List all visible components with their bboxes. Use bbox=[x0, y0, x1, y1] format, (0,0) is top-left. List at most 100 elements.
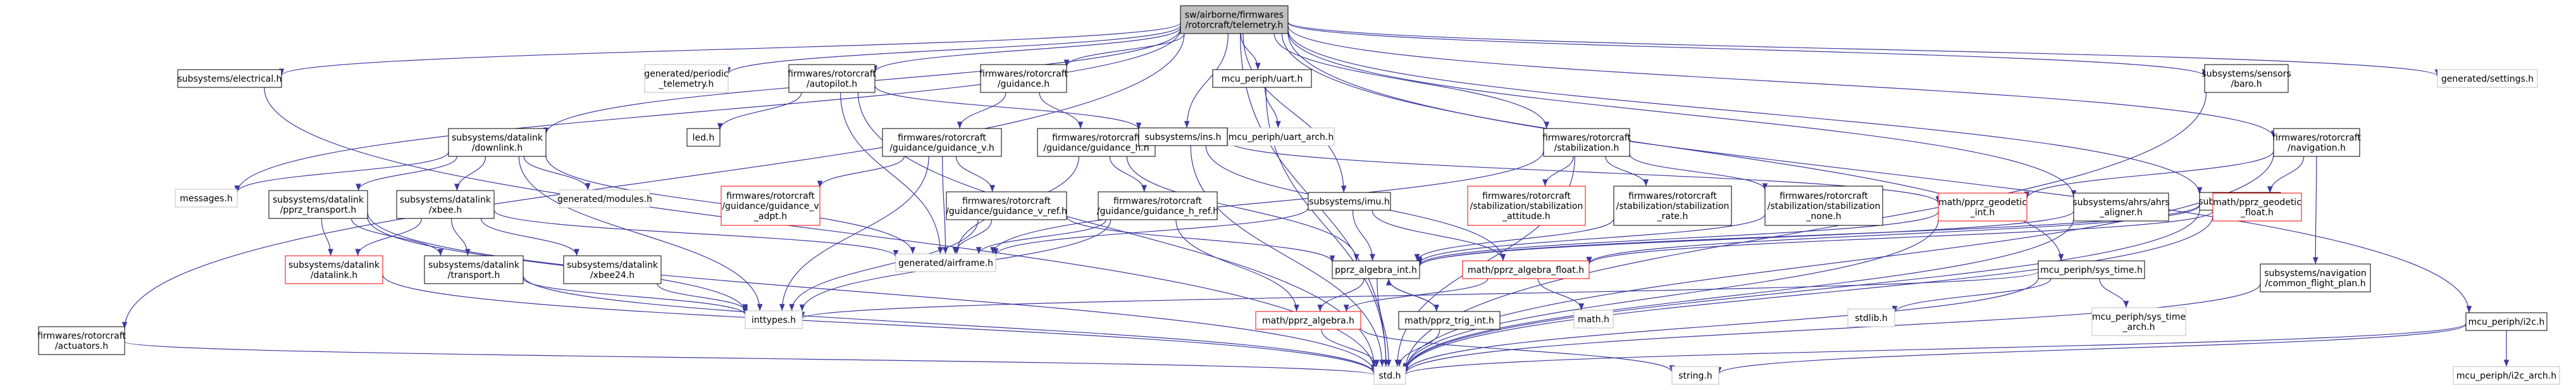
node-ins[interactable]: subsystems/ins.h bbox=[1138, 127, 1228, 146]
node-i2c-arch[interactable]: mcu_periph/i2c_arch.h bbox=[2453, 366, 2560, 385]
node-sensors-baro[interactable]: subsystems/sensors/baro.h bbox=[2201, 64, 2291, 93]
node-uart-arch[interactable]: mcu_periph/uart_arch.h bbox=[1227, 127, 1335, 146]
node-box[interactable] bbox=[882, 128, 1002, 157]
node-box[interactable] bbox=[38, 326, 125, 355]
node-pprz-algebra-float[interactable]: math/pprz_algebra_float.h bbox=[1462, 260, 1590, 279]
node-box[interactable] bbox=[1671, 366, 1719, 385]
node-led[interactable]: led.h bbox=[686, 128, 721, 147]
node-common-flight-plan[interactable]: subsystems/navigation/common_flight_plan… bbox=[2260, 263, 2371, 292]
node-box[interactable] bbox=[745, 310, 803, 329]
node-pprz-geodetic-float[interactable]: math/pprz_geodetic_float.h bbox=[2212, 192, 2302, 222]
node-box[interactable] bbox=[1573, 310, 1614, 329]
node-box[interactable] bbox=[1212, 69, 1312, 88]
node-settings[interactable]: generated/settings.h bbox=[2437, 69, 2538, 88]
node-pprz-trig-int[interactable]: math/pprz_trig_int.h bbox=[1398, 311, 1501, 330]
node-box[interactable] bbox=[1467, 186, 1586, 226]
node-inttypes[interactable]: inttypes.h bbox=[745, 310, 803, 329]
node-box[interactable] bbox=[1332, 260, 1420, 279]
node-guidance-v-ref[interactable]: firmwares/rotorcraft/guidance/guidance_v… bbox=[946, 191, 1067, 220]
node-box[interactable] bbox=[2073, 192, 2169, 222]
node-box[interactable] bbox=[175, 189, 238, 208]
node-xbee[interactable]: subsystems/datalink/xbee.h bbox=[396, 190, 495, 219]
node-box[interactable] bbox=[1847, 308, 1895, 327]
node-datalink-h[interactable]: subsystems/datalink/datalink.h bbox=[285, 255, 383, 284]
node-guidance-v-adpt[interactable]: firmwares/rotorcraft/guidance/guidance_v… bbox=[721, 186, 820, 226]
node-stabilization[interactable]: firmwares/rotorcraft/stabilization.h bbox=[1542, 128, 1631, 157]
node-box[interactable] bbox=[2273, 128, 2360, 157]
node-box[interactable] bbox=[2091, 307, 2186, 336]
node-box[interactable] bbox=[1308, 192, 1391, 211]
node-box[interactable] bbox=[2260, 263, 2371, 292]
node-gen-modules[interactable]: generated/modules.h bbox=[557, 189, 652, 208]
node-autopilot[interactable]: firmwares/rotorcraft/autopilot.h bbox=[788, 64, 876, 93]
node-electrical[interactable]: subsystems/electrical.h bbox=[177, 69, 282, 88]
node-pprz-transport[interactable]: subsystems/datalink/pprz_transport.h bbox=[268, 190, 368, 219]
node-sys-time[interactable]: mcu_periph/sys_time.h bbox=[2038, 260, 2145, 279]
node-box[interactable] bbox=[563, 255, 662, 284]
node-box[interactable] bbox=[895, 253, 996, 272]
node-stab-rate[interactable]: firmwares/rotorcraft/stabilization/stabi… bbox=[1613, 186, 1732, 226]
node-ahrs-aligner[interactable]: subsystems/ahrs/ahrs_aligner.h bbox=[2072, 192, 2170, 222]
node-box[interactable] bbox=[686, 128, 721, 147]
node-messages[interactable]: messages.h bbox=[175, 189, 238, 208]
node-box[interactable] bbox=[424, 255, 524, 284]
node-root[interactable]: sw/airborne/firmwares/rotorcraft/telemet… bbox=[1180, 5, 1289, 34]
node-box[interactable] bbox=[1373, 366, 1406, 385]
node-pprz-algebra[interactable]: math/pprz_algebra.h bbox=[1255, 311, 1361, 330]
node-box[interactable] bbox=[285, 255, 383, 284]
node-box[interactable] bbox=[2212, 192, 2302, 222]
node-std[interactable]: std.h bbox=[1373, 366, 1406, 385]
node-box[interactable] bbox=[1180, 5, 1289, 34]
node-box[interactable] bbox=[788, 64, 876, 93]
node-stab-none[interactable]: firmwares/rotorcraft/stabilization/stabi… bbox=[1764, 186, 1883, 226]
node-box[interactable] bbox=[1227, 127, 1335, 146]
node-actuators[interactable]: firmwares/rotorcraft/actuators.h bbox=[37, 326, 126, 355]
node-datalink-downlink[interactable]: subsystems/datalink/downlink.h bbox=[448, 128, 547, 157]
node-box[interactable] bbox=[1764, 186, 1883, 226]
node-sys-time-arch[interactable]: mcu_periph/sys_time_arch.h bbox=[2091, 307, 2186, 336]
node-box[interactable] bbox=[2453, 366, 2560, 385]
node-box[interactable] bbox=[1398, 311, 1501, 330]
node-box[interactable] bbox=[1462, 260, 1590, 279]
node-navigation[interactable]: firmwares/rotorcraft/navigation.h bbox=[2272, 128, 2361, 157]
node-box[interactable] bbox=[2437, 69, 2538, 88]
node-guidance[interactable]: firmwares/rotorcraft/guidance.h bbox=[979, 64, 1068, 93]
node-box[interactable] bbox=[2038, 260, 2145, 279]
node-box[interactable] bbox=[2204, 64, 2289, 93]
node-pprz-algebra-int[interactable]: pprz_algebra_int.h bbox=[1332, 260, 1420, 279]
edge-root-to-sensors_baro bbox=[1287, 22, 2207, 77]
node-math-h[interactable]: math.h bbox=[1573, 310, 1614, 329]
node-box[interactable] bbox=[980, 64, 1067, 93]
node-box[interactable] bbox=[1938, 192, 2028, 222]
node-box[interactable] bbox=[1098, 191, 1218, 220]
node-stab-attitude[interactable]: firmwares/rotorcraft/stabilization/stabi… bbox=[1467, 186, 1586, 226]
node-transport[interactable]: subsystems/datalink/transport.h bbox=[424, 255, 524, 284]
node-box[interactable] bbox=[177, 69, 282, 88]
node-box[interactable] bbox=[1255, 311, 1361, 330]
node-box[interactable] bbox=[644, 64, 729, 93]
node-box[interactable] bbox=[559, 189, 650, 208]
node-box[interactable] bbox=[448, 128, 547, 157]
node-stdlib[interactable]: stdlib.h bbox=[1847, 308, 1895, 327]
node-box[interactable] bbox=[1037, 128, 1156, 157]
node-label: subsystems/datalink bbox=[567, 260, 659, 270]
node-i2c[interactable]: mcu_periph/i2c.h bbox=[2465, 312, 2548, 331]
node-box[interactable] bbox=[2465, 312, 2548, 331]
node-guidance-h-ref[interactable]: firmwares/rotorcraft/guidance/guidance_h… bbox=[1097, 191, 1218, 220]
node-imu[interactable]: subsystems/imu.h bbox=[1308, 192, 1391, 211]
node-pprz-geodetic-int[interactable]: math/pprz_geodetic_int.h bbox=[1938, 192, 2028, 222]
node-xbee24[interactable]: subsystems/datalink/xbee24.h bbox=[563, 255, 662, 284]
node-box[interactable] bbox=[396, 190, 495, 219]
node-box[interactable] bbox=[1138, 127, 1228, 146]
node-box[interactable] bbox=[1613, 186, 1732, 226]
node-box[interactable] bbox=[946, 191, 1067, 220]
node-uart[interactable]: mcu_periph/uart.h bbox=[1212, 69, 1312, 88]
node-box[interactable] bbox=[268, 190, 368, 219]
node-box[interactable] bbox=[1543, 128, 1630, 157]
node-string[interactable]: string.h bbox=[1671, 366, 1719, 385]
node-airframe[interactable]: generated/airframe.h bbox=[895, 253, 996, 272]
node-periodic[interactable]: generated/periodic_telemetry.h bbox=[644, 64, 729, 93]
node-box[interactable] bbox=[721, 186, 820, 226]
node-guidance-v[interactable]: firmwares/rotorcraft/guidance/guidance_v… bbox=[882, 128, 1002, 157]
node-guidance-h[interactable]: firmwares/rotorcraft/guidance/guidance_h… bbox=[1037, 128, 1156, 157]
